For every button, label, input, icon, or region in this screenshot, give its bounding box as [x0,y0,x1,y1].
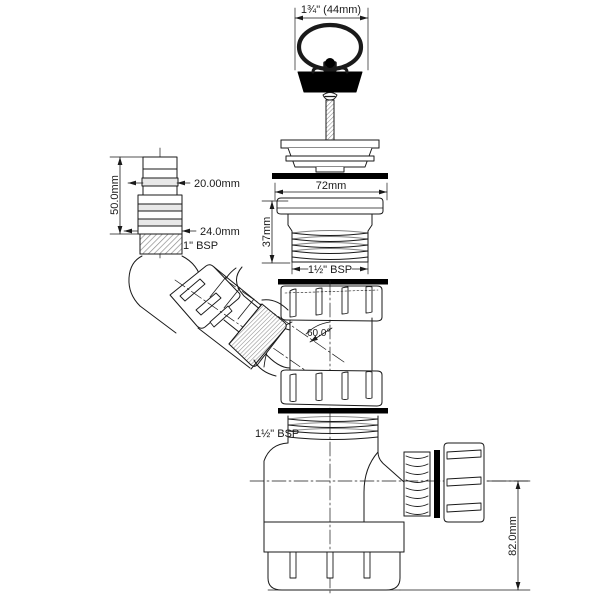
label-flange-height: 37mm [261,217,273,248]
waste-flange [276,197,384,263]
label-trap-thread: 1½" BSP [255,428,299,440]
rubber-washer-trap [278,408,388,414]
label-flange-diameter: 72mm [316,180,347,192]
dimension-flange-height [261,200,291,264]
label-nozzle-length: 50.0mm [109,175,121,215]
trap-male-thread [287,415,379,444]
compression-nut-lower [280,369,383,407]
tee-branch-socket [253,299,289,377]
label-plug-diameter: 1¾" (44mm) [301,4,361,16]
dimension-nozzle-length [109,156,144,235]
rubber-washer-outlet [434,450,440,518]
compression-nut-upper [280,285,383,322]
label-branch-angle: 60.0° [307,328,330,339]
elbow-coupling-nut [169,264,241,329]
label-nozzle-large-dia: 24.0mm [200,226,240,238]
rubber-washer-upper [272,173,388,179]
removable-trap-cup [263,521,405,591]
dimension-plug-diameter [294,7,369,71]
threaded-outlet-spigot [403,451,431,517]
angled-pipe [174,266,313,376]
hose-connector-nozzle [137,147,183,259]
label-nozzle-small-dia: 20.00mm [194,178,240,190]
dimension-outlet-height [399,480,531,591]
dimension-waste-thread [291,261,369,275]
dimension-flange-diameter [274,182,388,201]
label-waste-thread: 1½" BSP [308,264,352,276]
sink-plug [296,22,364,93]
label-outlet-height: 82.0mm [507,516,519,556]
knurled-coupling-nut [228,303,287,370]
rubber-washer-tee [278,279,388,285]
outlet-compression-nut [443,442,485,523]
strainer-basket [280,139,380,173]
label-nozzle-thread: 1" BSP [183,240,218,252]
